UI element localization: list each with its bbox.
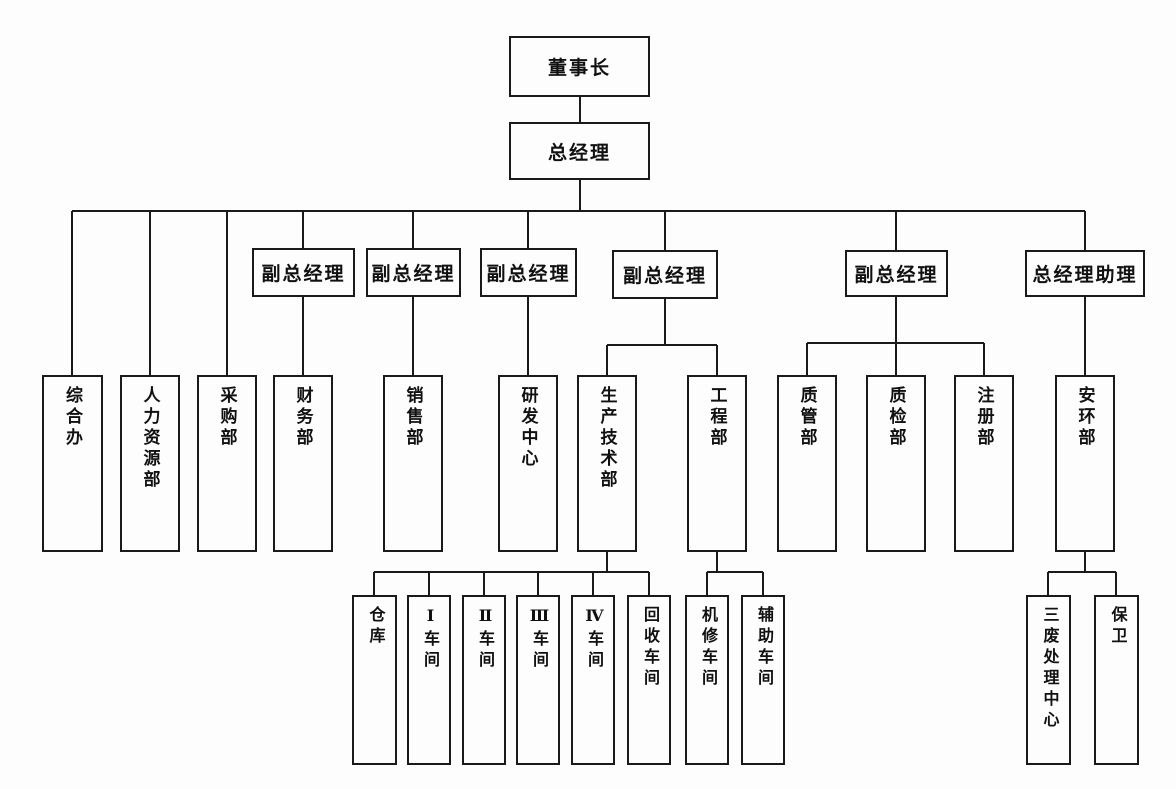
- node-dept-registration: 注册部: [954, 375, 1014, 552]
- node-label: 销售部: [403, 386, 423, 449]
- node-label: 辅助车间: [755, 606, 772, 690]
- node-label: 采购部: [217, 386, 237, 449]
- node-deputy-gm-3: 副总经理: [480, 248, 577, 297]
- node-ws-recycling: 回收车间: [627, 595, 671, 765]
- node-label: 安环部: [1075, 386, 1095, 449]
- node-label: 注册部: [974, 386, 994, 449]
- node-label: Ⅰ车间: [421, 606, 438, 672]
- node-label: 工程部: [707, 386, 727, 449]
- node-dept-quality-inspection: 质检部: [866, 375, 926, 552]
- node-chairman: 董事长: [509, 36, 650, 97]
- node-dept-rd-center: 研发中心: [498, 375, 558, 552]
- node-label: 财务部: [293, 386, 313, 449]
- node-label: 三废处理中心: [1040, 606, 1058, 732]
- node-label: 综合办: [63, 386, 82, 449]
- node-general-manager: 总经理: [509, 122, 650, 180]
- node-deputy-gm-2: 副总经理: [366, 248, 461, 297]
- node-ws-3: Ⅲ车间: [516, 595, 560, 765]
- node-gm-assistant: 总经理助理: [1025, 250, 1145, 297]
- node-dept-engineering: 工程部: [687, 375, 747, 552]
- node-deputy-gm-4: 副总经理: [612, 250, 718, 299]
- node-ws-auxiliary: 辅助车间: [741, 595, 785, 765]
- node-label: 生产技术部: [597, 386, 617, 491]
- node-ws-warehouse: 仓库: [352, 595, 397, 765]
- node-deputy-gm-1: 副总经理: [252, 248, 355, 297]
- node-label: 质检部: [886, 386, 906, 449]
- node-ws-waste-treatment-center: 三废处理中心: [1026, 595, 1071, 765]
- node-label: 人力资源部: [140, 386, 160, 491]
- node-label: Ⅳ车间: [585, 606, 602, 672]
- node-dept-purchasing: 采购部: [197, 375, 257, 552]
- node-dept-general-office: 综合办: [42, 375, 103, 552]
- node-dept-production-tech: 生产技术部: [577, 375, 637, 552]
- node-label: 质管部: [797, 386, 817, 449]
- node-label: 仓库: [366, 606, 384, 648]
- node-label: 保卫: [1108, 606, 1126, 648]
- node-dept-finance: 财务部: [273, 375, 333, 552]
- node-label: Ⅲ车间: [530, 606, 547, 672]
- node-dept-hr: 人力资源部: [120, 375, 180, 552]
- node-ws-2: Ⅱ车间: [462, 595, 506, 765]
- node-ws-security: 保卫: [1094, 595, 1139, 765]
- node-dept-quality-mgmt: 质管部: [777, 375, 837, 552]
- node-dept-safety-env: 安环部: [1055, 375, 1115, 552]
- node-ws-1: Ⅰ车间: [407, 595, 451, 765]
- node-deputy-gm-5: 副总经理: [845, 250, 948, 297]
- node-label: Ⅱ车间: [476, 606, 493, 672]
- node-label: 机修车间: [699, 606, 716, 690]
- node-ws-maintenance: 机修车间: [685, 595, 729, 765]
- node-label: 回收车间: [641, 606, 658, 690]
- node-dept-sales: 销售部: [383, 375, 443, 552]
- node-label: 研发中心: [518, 386, 538, 470]
- node-ws-4: Ⅳ车间: [571, 595, 615, 765]
